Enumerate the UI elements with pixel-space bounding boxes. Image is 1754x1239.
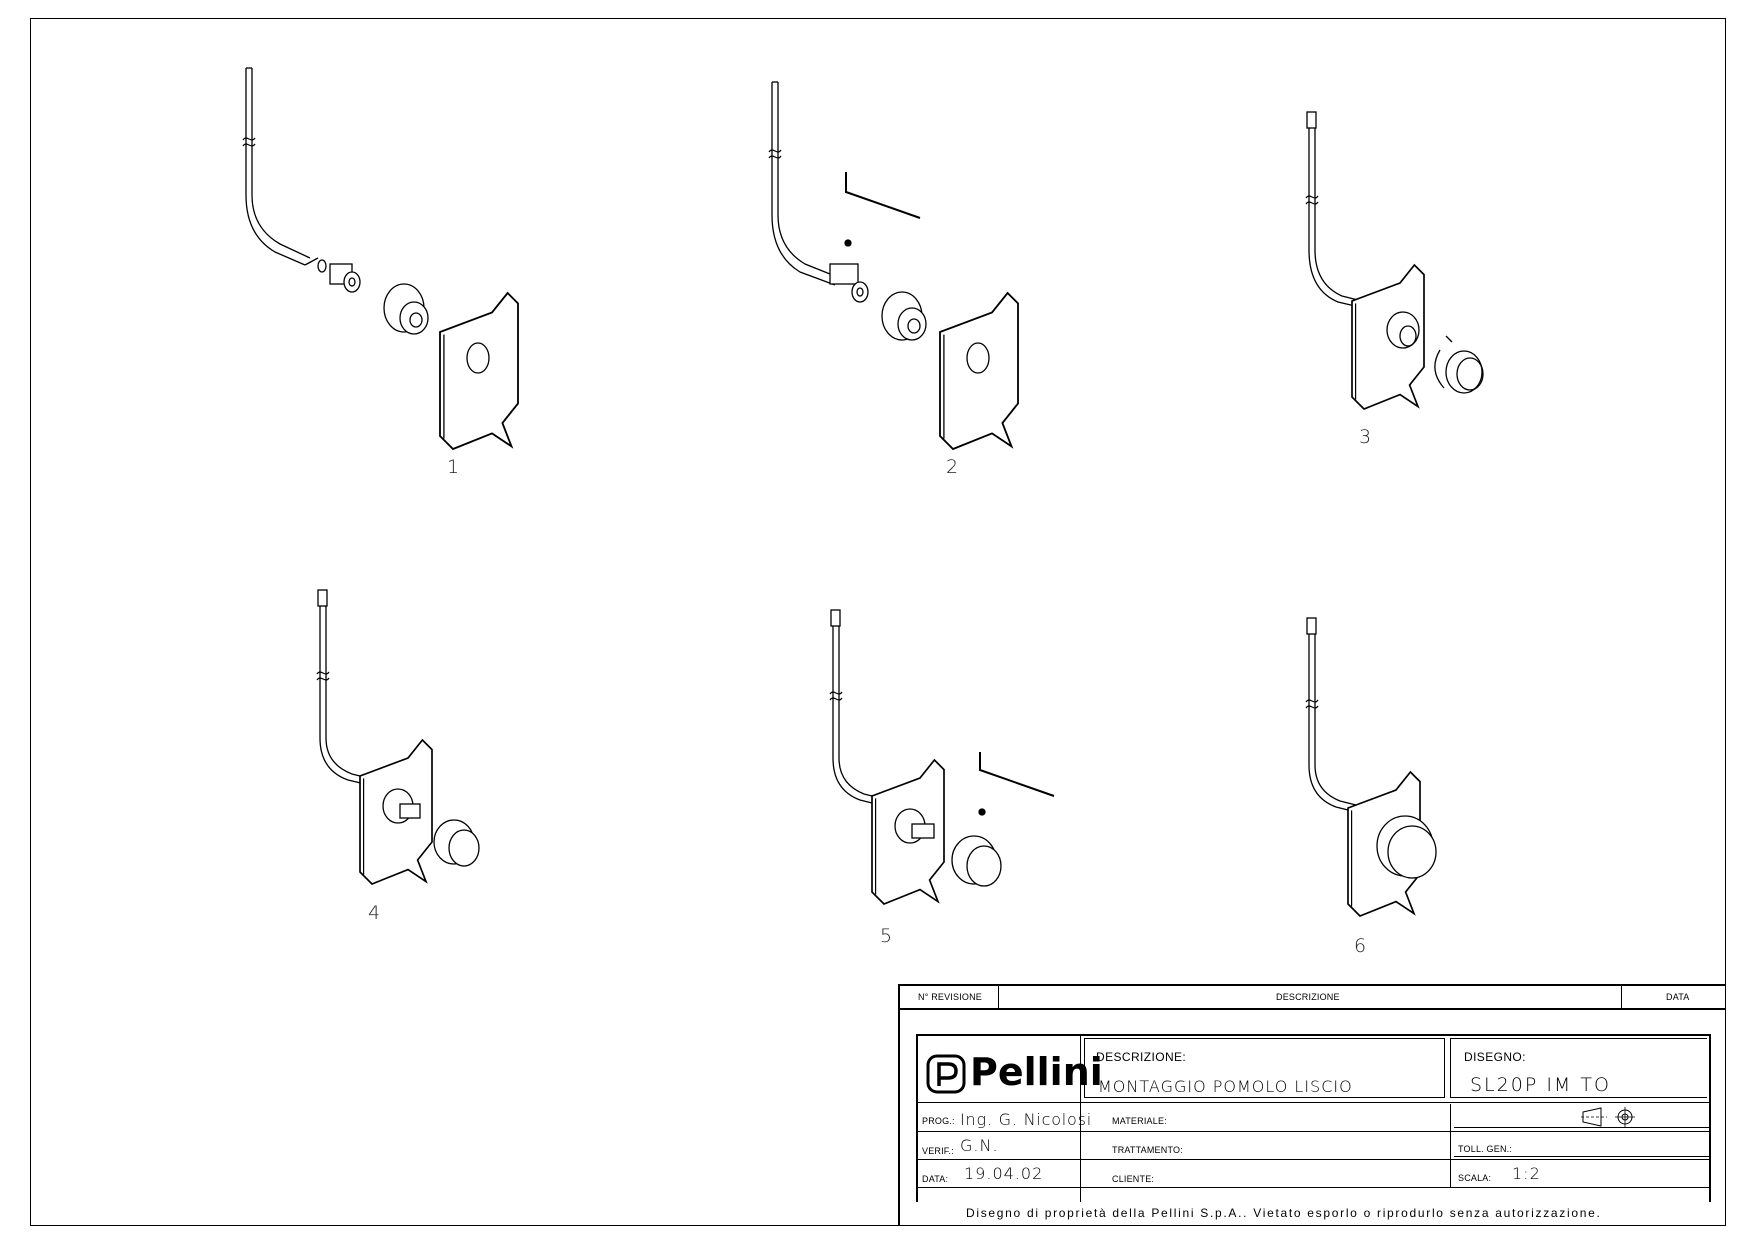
step-label: 2 bbox=[945, 456, 959, 478]
projection-symbol-icon bbox=[1581, 1107, 1635, 1127]
description-label: DESCRIZIONE: bbox=[1096, 1050, 1187, 1064]
logo-wordmark: Pellini bbox=[970, 1050, 1103, 1094]
prog-value: Ing. G. Nicolosi bbox=[960, 1110, 1093, 1129]
step-label: 4 bbox=[367, 902, 381, 924]
treatment-label: TRATTAMENTO: bbox=[1112, 1145, 1183, 1155]
step-1-illustration bbox=[242, 67, 519, 450]
revision-number-header: N° REVISIONE bbox=[918, 992, 983, 1002]
verif-value: G.N. bbox=[960, 1136, 999, 1155]
prog-label: PROG.: bbox=[922, 1116, 955, 1126]
date-label: DATA: bbox=[922, 1174, 949, 1184]
client-label: CLIENTE: bbox=[1112, 1174, 1155, 1184]
step-label: 3 bbox=[1358, 426, 1372, 448]
description-value: MONTAGGIO POMOLO LISCIO bbox=[1098, 1077, 1353, 1096]
pellini-logo-icon bbox=[926, 1054, 966, 1094]
verif-label: VERIF.: bbox=[922, 1146, 954, 1156]
step-5-illustration bbox=[829, 609, 1055, 905]
step-6-illustration bbox=[1305, 617, 1437, 917]
drawing-number-label: DISEGNO: bbox=[1464, 1050, 1526, 1064]
material-label: MATERIALE: bbox=[1112, 1116, 1167, 1126]
step-2-illustration bbox=[768, 81, 1019, 450]
scale-value: 1:2 bbox=[1512, 1164, 1541, 1183]
general-tolerance-label: TOLL. GEN.: bbox=[1458, 1144, 1513, 1154]
revision-date-header: DATA bbox=[1666, 992, 1690, 1002]
step-label: 6 bbox=[1353, 935, 1367, 957]
revision-description-header: DESCRIZIONE bbox=[1276, 992, 1340, 1002]
ownership-notice: Disegno di proprietà della Pellini S.p.A… bbox=[966, 1206, 1602, 1220]
step-label: 5 bbox=[879, 925, 893, 947]
pellini-logo: Pellini bbox=[926, 1050, 1103, 1098]
title-block: N° REVISIONE DESCRIZIONE DATA Pellini DE… bbox=[898, 984, 1726, 1226]
drawing-number-value: SL20P IM TO bbox=[1470, 1074, 1611, 1096]
date-value: 19.04.02 bbox=[964, 1164, 1044, 1183]
step-label: 1 bbox=[446, 456, 460, 478]
scale-label: SCALA: bbox=[1458, 1173, 1492, 1183]
step-4-illustration bbox=[316, 589, 480, 885]
drawing-frame bbox=[30, 18, 1726, 1226]
step-3-illustration bbox=[1305, 111, 1484, 410]
